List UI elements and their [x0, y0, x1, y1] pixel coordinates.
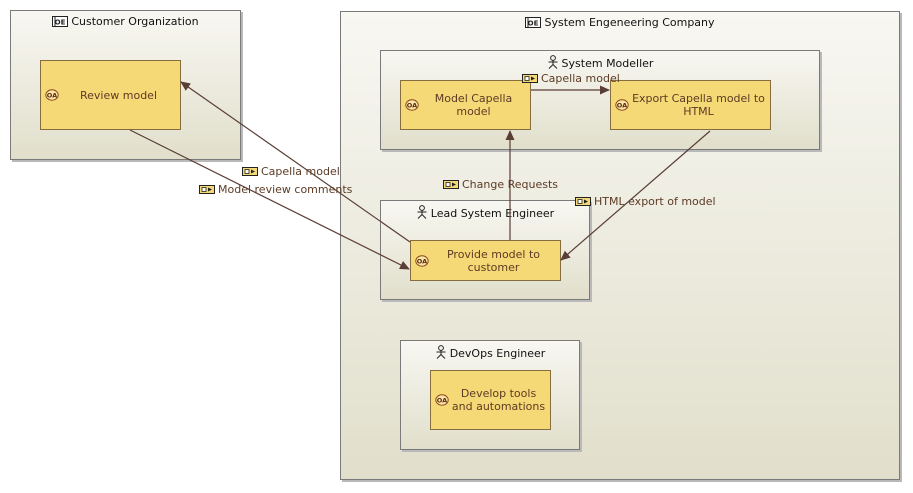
svg-text:OE: OE	[55, 19, 66, 27]
actor-devops-engineer-label: DevOps Engineer	[449, 347, 546, 360]
exchange-icon	[575, 197, 591, 206]
function-review-model[interactable]: OA Review model	[40, 60, 181, 130]
operational-activity-icon: OA	[45, 89, 59, 101]
svg-text:OA: OA	[47, 92, 57, 100]
exchange-label-text: HTML export of model	[594, 195, 716, 208]
exchange-label-text: Capella model	[261, 165, 340, 178]
exchange-icon	[443, 180, 459, 189]
entity-icon: OE	[525, 17, 542, 31]
exchange-label-model-review-comments[interactable]: Model review comments	[199, 183, 352, 196]
exchange-label-capella-model-to-customer[interactable]: Capella model	[242, 165, 340, 178]
function-label: Develop tools and automations	[451, 387, 546, 413]
exchange-label-change-requests[interactable]: Change Requests	[443, 178, 558, 191]
actor-lead-engineer-label: Lead System Engineer	[430, 207, 555, 220]
actor-icon	[547, 55, 559, 72]
svg-text:OA: OA	[437, 397, 447, 405]
svg-text:OE: OE	[528, 20, 539, 28]
exchange-line-model-review-comments[interactable]	[129, 129, 410, 270]
exchange-label-html-export[interactable]: HTML export of model	[575, 195, 716, 208]
exchange-label-capella-model-internal[interactable]: Capella model	[522, 72, 620, 85]
entity-icon: OE	[52, 16, 69, 30]
entity-title: Lead System Engineer	[381, 205, 589, 222]
entity-title: OE Customer Organization	[11, 15, 240, 30]
exchange-line-capella-model-to-customer[interactable]	[180, 81, 411, 243]
actor-icon	[416, 205, 428, 222]
svg-text:OA: OA	[407, 102, 417, 110]
entity-title: System Modeller	[381, 55, 819, 72]
operational-activity-icon: OA	[435, 394, 449, 406]
exchange-icon	[199, 185, 215, 194]
actor-icon	[435, 345, 447, 362]
exchange-icon	[242, 167, 258, 176]
exchange-icon	[522, 74, 538, 83]
function-label: Model Capella model	[434, 92, 513, 118]
function-provide-model-to-customer[interactable]: OA Provide model to customer	[410, 240, 561, 281]
function-export-capella-model-to-html[interactable]: OA Export Capella model to HTML	[610, 80, 771, 130]
function-label: Provide model to customer	[446, 247, 541, 274]
function-model-capella-model[interactable]: OA Model Capella model	[400, 80, 531, 130]
entity-system-company-label: System Engeneering Company	[544, 16, 715, 29]
exchange-label-text: Capella model	[541, 72, 620, 85]
operational-activity-icon: OA	[405, 99, 419, 111]
entity-customer-organization-label: Customer Organization	[71, 15, 199, 28]
svg-text:OA: OA	[617, 102, 627, 110]
svg-text:OA: OA	[417, 257, 427, 265]
operational-activity-icon: OA	[415, 254, 429, 267]
function-label: Export Capella model to HTML	[632, 92, 765, 118]
entity-title: OE System Engeneering Company	[341, 16, 899, 31]
operational-activity-icon: OA	[615, 99, 629, 111]
exchange-line-html-export[interactable]	[560, 130, 711, 261]
exchange-label-text: Change Requests	[462, 178, 559, 191]
exchange-label-text: Model review comments	[218, 183, 353, 196]
function-label: Review model	[80, 88, 157, 102]
actor-system-modeller-label: System Modeller	[561, 57, 654, 70]
entity-title: DevOps Engineer	[401, 345, 579, 362]
function-develop-tools-and-automations[interactable]: OA Develop tools and automations	[430, 370, 551, 430]
